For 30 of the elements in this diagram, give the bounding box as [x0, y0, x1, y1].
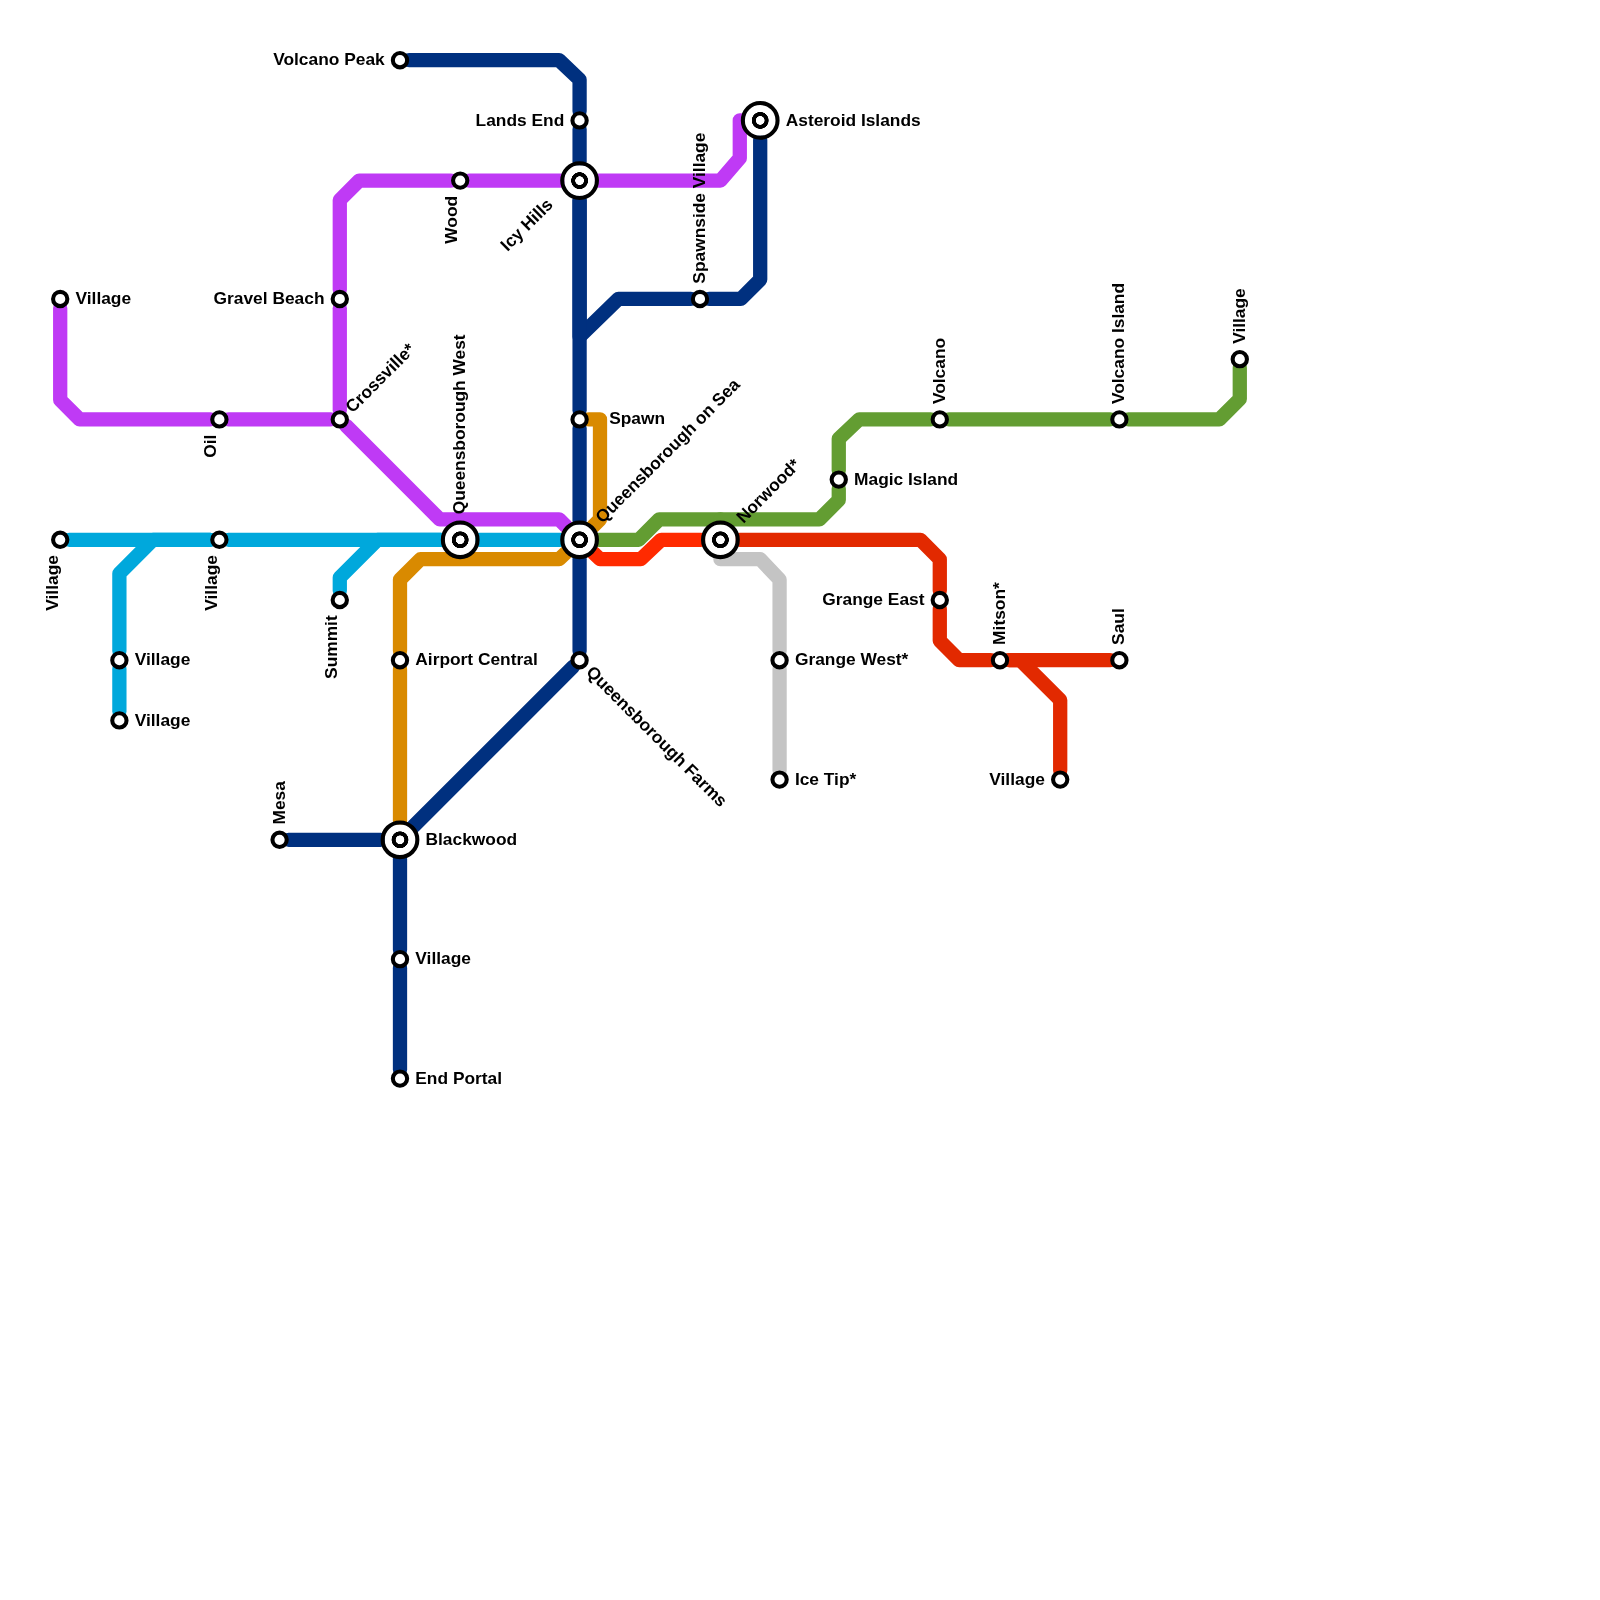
station-name: Gravel Beach [213, 288, 325, 310]
station-name: Village [415, 948, 471, 970]
station-name: Wood [441, 195, 463, 244]
station-name: Spawnside Village [689, 132, 711, 284]
station-name: Airport Central [415, 650, 538, 671]
station-name: Ice Tip* [794, 769, 857, 790]
station-name: Lands End [475, 110, 565, 131]
station-name: Grange West* [794, 650, 909, 671]
station-name: Oil [201, 434, 222, 458]
station-name: Volcano Peak [273, 50, 385, 71]
station-name: End Portal [415, 1068, 503, 1089]
station-name: Village [1229, 288, 1250, 344]
station-name: Mesa [269, 781, 290, 825]
route-line [406, 659, 581, 834]
station-name: Queensborough West [450, 334, 471, 515]
station-name: Magic Island [854, 469, 959, 490]
station-name: Saul [1109, 608, 1130, 645]
station-name: Blackwood [425, 829, 518, 850]
station-name: Village [75, 288, 132, 310]
station-name: Volcano [929, 337, 950, 405]
station-name: Village [201, 555, 222, 611]
station-name: Volcano Island [1109, 282, 1130, 405]
station-name: Asteroid Islands [785, 110, 921, 131]
station-name: Summit [321, 615, 342, 679]
station-name: Village [134, 650, 191, 671]
station-name: Mitson* [989, 582, 1011, 645]
station-name: Village [134, 710, 191, 731]
station-name: Village [989, 769, 1045, 790]
station-name: Grange East [822, 589, 925, 611]
station-name: Village [41, 555, 63, 611]
